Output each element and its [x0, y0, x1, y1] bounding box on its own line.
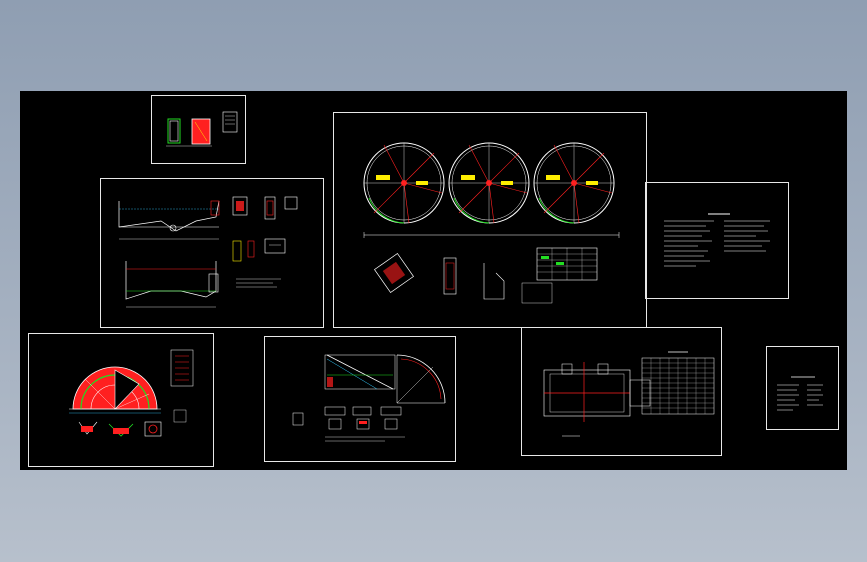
section-drawing: [118, 196, 298, 308]
semicircle-drawing: [69, 349, 194, 437]
circular-plan-drawing: [363, 142, 620, 304]
drawing-sheet-index[interactable]: [766, 346, 839, 430]
drawing-sheet-cover[interactable]: [151, 95, 246, 164]
drawing-sheet-semicircle[interactable]: [28, 333, 214, 467]
plan-circle-3: [533, 142, 615, 224]
drawing-sheet-notes[interactable]: [645, 182, 789, 299]
cad-model-space[interactable]: [20, 91, 847, 470]
detail-drawing: [292, 354, 446, 442]
plan-circle-2: [448, 142, 530, 224]
drawing-sheet-plan-table[interactable]: [521, 327, 722, 456]
plan-circle-1: [363, 142, 445, 224]
drawing-sheet-sections[interactable]: [100, 178, 324, 328]
drawing-sheet-details[interactable]: [264, 336, 456, 462]
plan-table-drawing: [543, 351, 715, 437]
index-table: [777, 376, 823, 411]
drawing-sheet-circular-plans[interactable]: [333, 112, 647, 328]
notes-text-block: [664, 213, 770, 267]
cover-drawing: [166, 111, 238, 147]
